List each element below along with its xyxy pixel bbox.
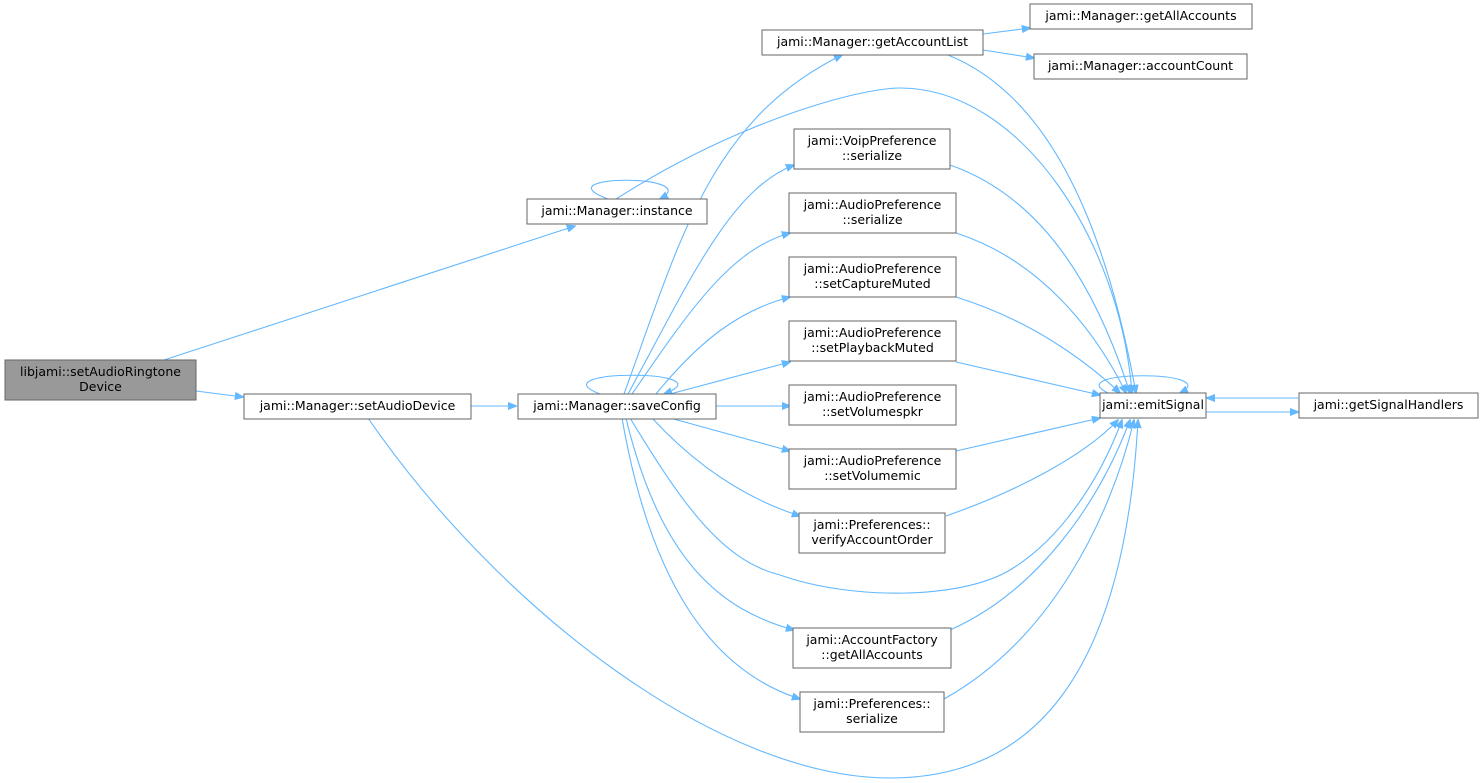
edge-prefSerialize-emitSignal bbox=[943, 420, 1134, 700]
edge-setCaptureMuted-emitSignal bbox=[955, 296, 1120, 393]
edge-emitSignal-self bbox=[1098, 375, 1188, 393]
node-instance[interactable]: jami::Manager::instance bbox=[526, 198, 708, 225]
edge-instance-self bbox=[590, 179, 668, 199]
edge-saveConfig-setPlaybackMuted bbox=[669, 362, 790, 395]
node-label: ::serialize bbox=[842, 148, 902, 163]
node-label: ::setVolumespkr bbox=[822, 404, 924, 419]
edge-verifyAccountOrder-emitSignal bbox=[945, 420, 1118, 517]
node-label: jami::Manager::accountCount bbox=[1047, 58, 1233, 73]
edge-setPlaybackMuted-emitSignal bbox=[955, 361, 1100, 395]
node-label: jami::Manager::setAudioDevice bbox=[259, 398, 456, 413]
edge-saveConfig-prefSerialize bbox=[621, 417, 800, 699]
node-label: jami::AudioPreference bbox=[803, 453, 942, 468]
node-getSignalHandlers[interactable]: jami::getSignalHandlers bbox=[1298, 392, 1479, 419]
edge-saveConfig-factoryGetAll bbox=[625, 417, 794, 630]
node-label: Device bbox=[79, 379, 122, 394]
node-label: serialize bbox=[846, 711, 898, 726]
edge-getAccountList-emitSignal bbox=[947, 54, 1136, 393]
node-label: jami::Manager::instance bbox=[540, 203, 692, 218]
node-label: jami::VoipPreference bbox=[807, 133, 937, 148]
edge-voipSerialize-emitSignal bbox=[949, 164, 1130, 393]
edge-saveConfig-setVolumemic bbox=[669, 417, 790, 451]
node-label: jami::AudioPreference bbox=[803, 197, 942, 212]
edge-root-instance bbox=[163, 226, 575, 361]
node-label: ::setPlaybackMuted bbox=[811, 340, 934, 355]
node-label: ::getAllAccounts bbox=[821, 647, 922, 662]
edge-saveConfig-emitSignal bbox=[629, 417, 1122, 594]
node-label: jami::Manager::getAllAccounts bbox=[1044, 8, 1236, 23]
node-label: jami::getSignalHandlers bbox=[1313, 397, 1464, 412]
node-label: jami::AudioPreference bbox=[803, 389, 942, 404]
node-verifyAccountOrder[interactable]: jami::Preferences::verifyAccountOrder bbox=[798, 512, 946, 554]
edge-getAccountList-getAllAccounts bbox=[982, 28, 1030, 35]
edge-saveConfig-getAccountList bbox=[623, 55, 842, 395]
node-setPlaybackMuted[interactable]: jami::AudioPreference::setPlaybackMuted bbox=[788, 320, 957, 362]
node-label: ::setCaptureMuted bbox=[814, 276, 930, 291]
node-audioSerialize[interactable]: jami::AudioPreference::serialize bbox=[788, 192, 957, 234]
node-saveConfig[interactable]: jami::Manager::saveConfig bbox=[517, 393, 717, 420]
node-label: ::serialize bbox=[842, 212, 902, 227]
node-label: jami::Preferences:: bbox=[812, 696, 930, 711]
edge-setAudioDevice-emitSignal bbox=[367, 417, 1138, 779]
node-setCaptureMuted[interactable]: jami::AudioPreference::setCaptureMuted bbox=[788, 256, 957, 298]
node-label: jami::Manager::saveConfig bbox=[532, 398, 701, 413]
node-factoryGetAll[interactable]: jami::AccountFactory::getAllAccounts bbox=[792, 627, 952, 669]
node-setVolumespkr[interactable]: jami::AudioPreference::setVolumespkr bbox=[788, 384, 957, 426]
edge-root-setAudioDevice bbox=[195, 390, 243, 397]
node-label: jami::AccountFactory bbox=[805, 632, 938, 647]
node-label: libjami::setAudioRingtone bbox=[20, 364, 181, 379]
edges bbox=[163, 28, 1298, 779]
edge-getAccountList-accountCount bbox=[982, 49, 1034, 58]
edge-factoryGetAll-emitSignal bbox=[949, 420, 1130, 631]
node-label: jami::AudioPreference bbox=[803, 261, 942, 276]
node-label: jami::Preferences:: bbox=[812, 517, 930, 532]
edge-saveConfig-setCaptureMuted bbox=[655, 297, 790, 395]
node-getAllAccounts[interactable]: jami::Manager::getAllAccounts bbox=[1029, 3, 1253, 30]
edge-setVolumemic-emitSignal bbox=[955, 418, 1100, 452]
node-setAudioDevice[interactable]: jami::Manager::setAudioDevice bbox=[243, 393, 472, 420]
edge-saveConfig-audioSerialize bbox=[631, 233, 790, 395]
edge-instance-emitSignal bbox=[615, 87, 1132, 393]
node-label: jami::Manager::getAccountList bbox=[776, 34, 968, 49]
edge-saveConfig-verifyAccountOrder bbox=[651, 417, 800, 516]
node-emitSignal[interactable]: jami::emitSignal bbox=[1099, 392, 1207, 419]
node-label: jami::AudioPreference bbox=[803, 325, 942, 340]
node-getAccountList[interactable]: jami::Manager::getAccountList bbox=[761, 29, 984, 56]
node-label: verifyAccountOrder bbox=[811, 532, 933, 547]
edge-saveConfig-voipSerialize bbox=[627, 165, 794, 395]
edge-saveConfig-self bbox=[586, 374, 679, 394]
node-accountCount[interactable]: jami::Manager::accountCount bbox=[1033, 53, 1248, 80]
node-label: jami::emitSignal bbox=[1101, 397, 1204, 412]
node-voipSerialize[interactable]: jami::VoipPreference::serialize bbox=[793, 128, 951, 170]
node-prefSerialize[interactable]: jami::Preferences::serialize bbox=[799, 691, 945, 733]
node-label: ::setVolumemic bbox=[824, 468, 921, 483]
edge-audioSerialize-emitSignal bbox=[955, 232, 1126, 393]
node-setVolumemic[interactable]: jami::AudioPreference::setVolumemic bbox=[788, 448, 957, 490]
